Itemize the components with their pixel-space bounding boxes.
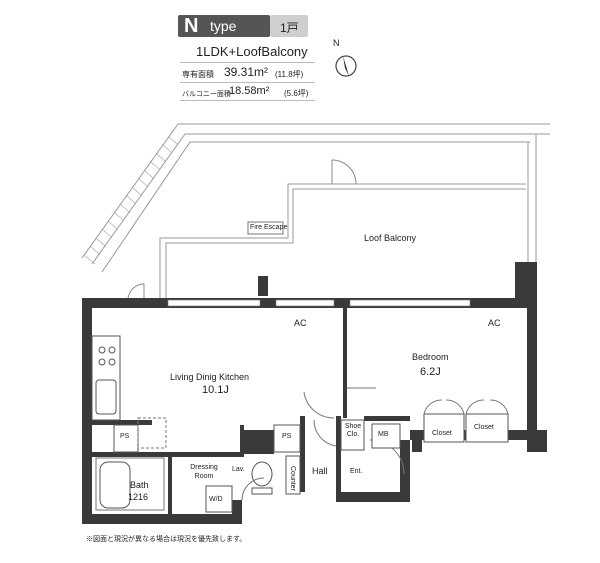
closet-box <box>465 413 509 443</box>
unit-count: 1戸 <box>280 21 299 35</box>
mb-label: MB <box>378 431 389 438</box>
area-label: 専有面積 <box>182 70 214 79</box>
wd-label: W/D <box>209 496 223 503</box>
hall-door-swing <box>313 419 337 447</box>
closet-1-label: Closet <box>432 430 452 437</box>
balcony-door-swing <box>331 159 357 185</box>
header-divider <box>180 62 315 63</box>
loof-balcony-label: Loof Balcony <box>364 233 417 243</box>
compass-needle <box>343 56 349 76</box>
area-tsubo: (11.8坪) <box>275 70 304 79</box>
toilet-tank <box>251 487 273 495</box>
loof-balcony-outline <box>165 188 526 298</box>
hall-label: Hall <box>312 466 328 476</box>
ac-right-label: AC <box>488 318 501 328</box>
compass-icon <box>335 55 357 77</box>
layout-title: 1LDK+LoofBalcony <box>196 44 308 59</box>
ldk-size-label: 10.1J <box>202 384 229 396</box>
type-word: type <box>210 18 237 34</box>
fire-escape-label: Fire Escape <box>250 224 288 231</box>
balcony-outline <box>81 123 550 273</box>
header-divider <box>180 82 315 83</box>
bathtub <box>99 461 131 509</box>
loof-balcony-outline <box>159 183 526 298</box>
balcony-label: バルコニー面積 <box>182 91 231 98</box>
refrigerator-box <box>137 417 167 449</box>
area-value: 39.31m² <box>224 65 269 79</box>
toilet-door-swing <box>241 477 265 501</box>
ldk-name-label: Living Dinig Kitchen <box>170 372 250 382</box>
ps-left-label: PS <box>120 433 130 440</box>
balcony-railing-hatch <box>83 135 179 265</box>
footnote: ※図面と現況が異なる場合は現況を優先致します。 <box>86 536 247 543</box>
type-letter: N <box>184 15 199 37</box>
shoe-closet-label: Shoe Clo. <box>344 423 362 438</box>
bath-size-label: 1216 <box>128 492 149 502</box>
kitchen-sink <box>95 379 117 415</box>
bedroom-name-label: Bedroom <box>412 352 449 362</box>
balcony-value: 18.58m² <box>229 85 270 97</box>
entrance-label: Ent. <box>350 468 363 475</box>
bedroom-size-label: 6.2J <box>420 366 441 378</box>
closet-2-label: Closet <box>474 424 494 431</box>
type-badge: N type <box>178 15 270 37</box>
ps-box-left <box>113 424 139 453</box>
balcony-column <box>258 276 268 296</box>
header-divider <box>180 100 315 101</box>
compass-ring <box>335 55 357 77</box>
fire-escape-box <box>247 221 284 235</box>
bath-label: Bath <box>130 480 149 490</box>
balcony-door-swing <box>127 283 145 301</box>
compass-label: N <box>333 38 340 48</box>
windows <box>167 299 471 307</box>
closet-box <box>423 413 465 443</box>
balcony-tsubo: (5.6坪) <box>284 89 309 98</box>
ps-box-right <box>273 424 301 453</box>
washer-space <box>205 485 233 513</box>
closet-door-swings <box>423 399 509 415</box>
interior-walls <box>92 308 410 514</box>
counter-box <box>285 455 301 495</box>
unit-count-badge: 1戸 <box>270 15 308 37</box>
mb-box <box>371 423 401 449</box>
ps-right-label: PS <box>282 433 292 440</box>
counter-label: Counter <box>289 466 296 491</box>
shoe-closet-box <box>340 419 365 451</box>
dressing-room-label: Dressing Room <box>190 464 218 480</box>
ac-left-label: AC <box>294 318 307 328</box>
toilet <box>251 461 273 487</box>
ldk-door-swing <box>303 391 335 419</box>
bath-area <box>95 457 165 511</box>
stove-burners <box>98 346 116 366</box>
lav-label: Lav. <box>232 466 245 473</box>
